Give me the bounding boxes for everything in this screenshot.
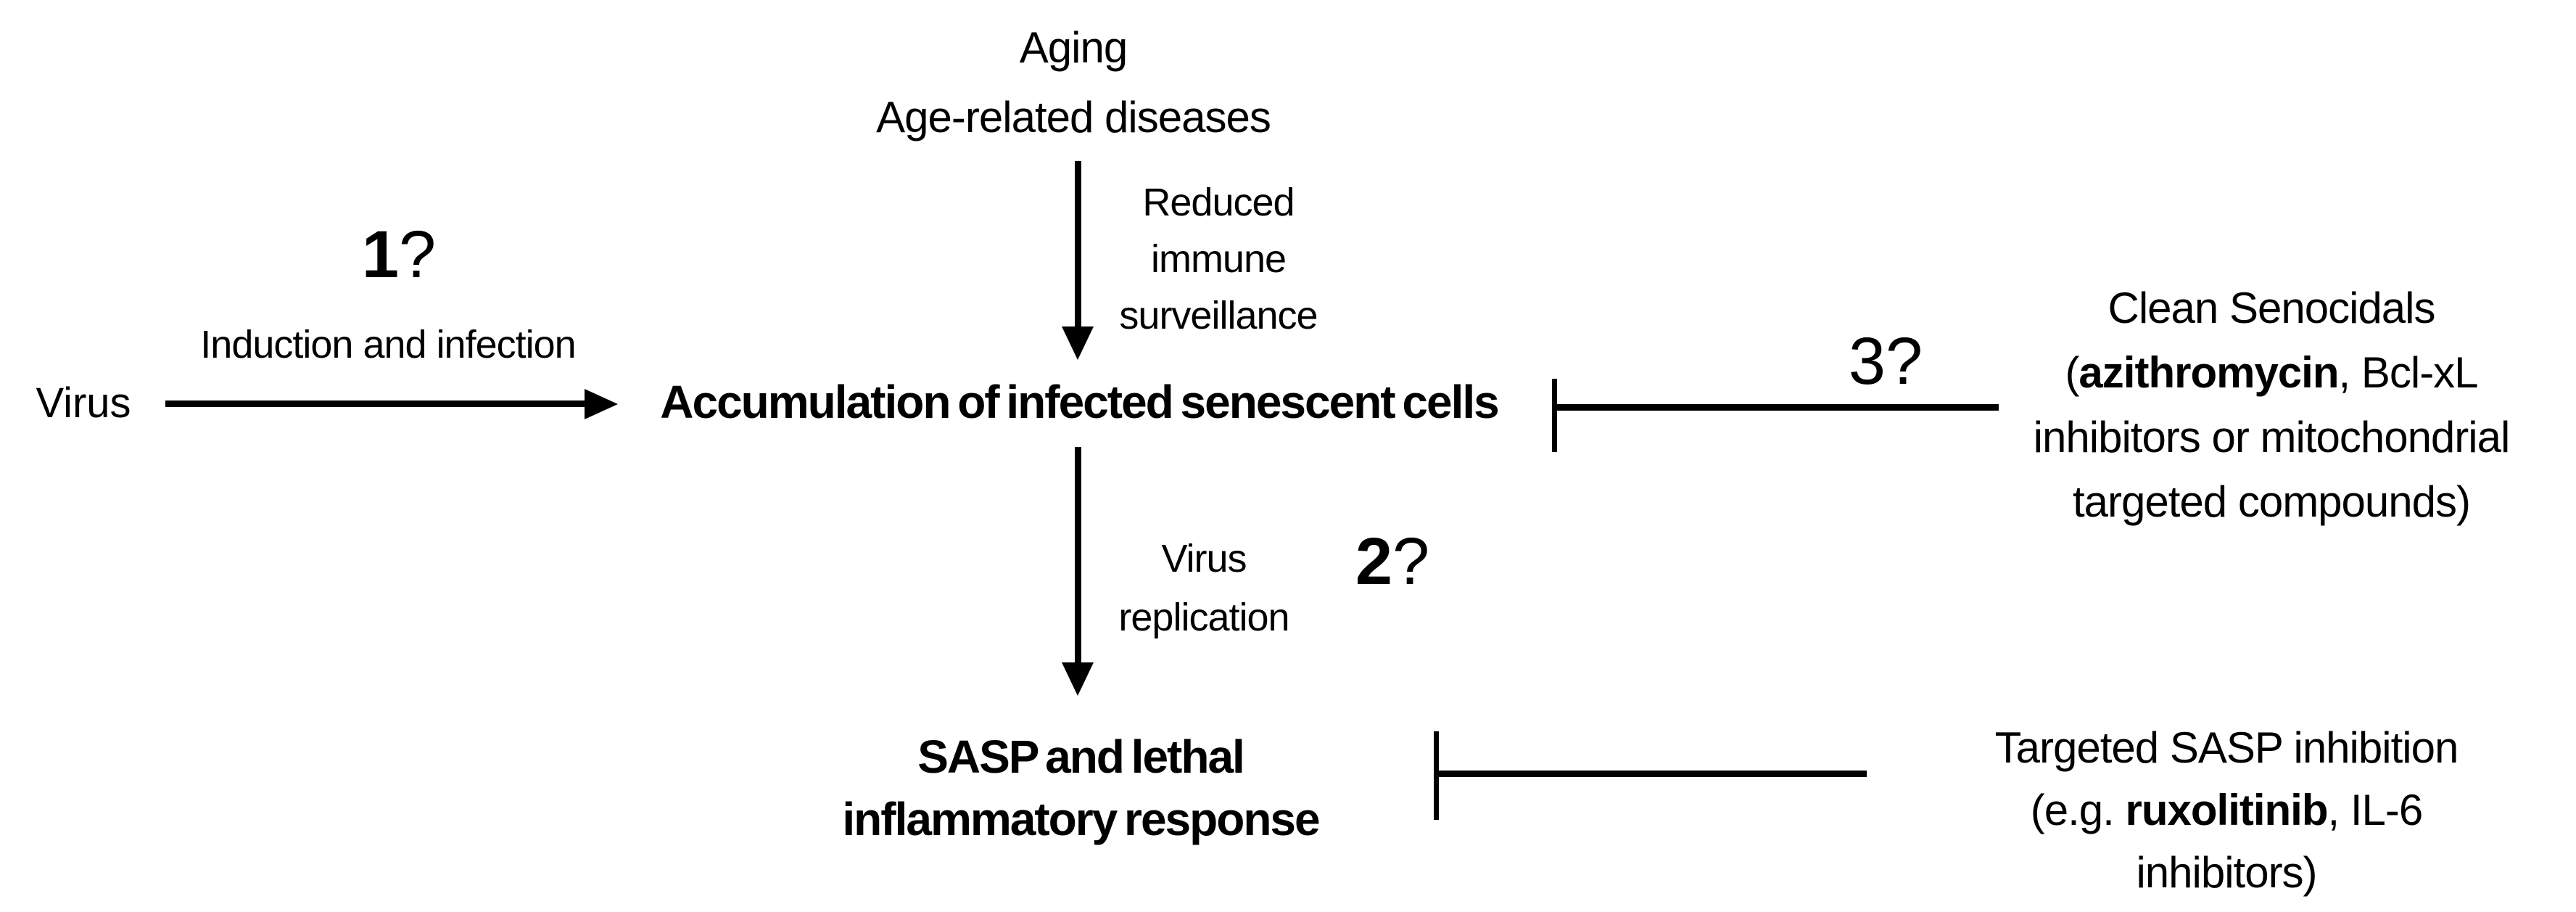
question-3-number: 3 bbox=[1848, 324, 1886, 398]
infection-arrow-head-icon bbox=[585, 389, 618, 419]
sasp-node: SASP and lethal inflammatory response bbox=[790, 726, 1371, 850]
question-2-mark: ? bbox=[1392, 525, 1430, 599]
age-related-diseases-label: Age-related diseases bbox=[876, 93, 1271, 141]
virus-replication-line1: Virus bbox=[1161, 537, 1247, 580]
senocidals-line2: (azithromycin, Bcl-xL bbox=[1967, 340, 2576, 405]
senocidal-inhibition-line bbox=[1554, 404, 1999, 411]
senocidals-line1: Clean Senocidals bbox=[2108, 284, 2436, 332]
question-1-mark: ? bbox=[399, 218, 437, 292]
aging-label: Aging bbox=[1019, 23, 1128, 72]
sasp-inhibition-line2: (e.g. ruxolitinib, IL-6 bbox=[1915, 779, 2538, 842]
immune-arrow-head-icon bbox=[1062, 326, 1094, 360]
accumulation-node: Accumulation of infected senescent cells bbox=[660, 376, 1499, 428]
immune-label-line2: immune bbox=[1150, 237, 1287, 281]
sasp-inhibition-line bbox=[1439, 771, 1867, 777]
question-2-label: 2? bbox=[1316, 528, 1469, 595]
senocidals-line2-prefix: ( bbox=[2065, 348, 2079, 397]
senocidal-inhibition-bar-icon bbox=[1552, 379, 1557, 452]
virus-replication-label: Virus replication bbox=[1095, 530, 1313, 647]
sasp-inhibition-line1: Targeted SASP inhibition bbox=[1994, 723, 2459, 772]
senocidals-azithromycin: azithromycin bbox=[2078, 348, 2339, 397]
sasp-node-line2: inflammatory response bbox=[842, 793, 1320, 845]
sasp-inhibition-bar-icon bbox=[1434, 731, 1439, 820]
question-3-mark: ? bbox=[1886, 324, 1923, 398]
senocidals-line3: inhibitors or mitochondrial bbox=[2033, 413, 2511, 461]
virus-replication-line2: replication bbox=[1118, 596, 1289, 639]
immune-arrow-shaft bbox=[1075, 161, 1081, 326]
immune-label-line1: Reduced bbox=[1142, 181, 1295, 224]
infection-arrow-shaft bbox=[165, 400, 585, 407]
sasp-inhibition-ruxolitinib: ruxolitinib bbox=[2125, 786, 2329, 834]
sasp-inhibition-line2-suffix: , IL-6 bbox=[2327, 786, 2423, 834]
sasp-inhibition-line2-prefix: (e.g. bbox=[2030, 786, 2126, 834]
question-2-number: 2 bbox=[1355, 525, 1392, 599]
replication-arrow-head-icon bbox=[1062, 662, 1094, 696]
senocidals-block: Clean Senocidals (azithromycin, Bcl-xL i… bbox=[1967, 276, 2576, 534]
sasp-node-line1: SASP and lethal bbox=[917, 731, 1245, 783]
replication-arrow-shaft bbox=[1075, 447, 1081, 663]
question-3-label: 3? bbox=[1817, 328, 1954, 395]
sasp-inhibition-line3: inhibitors) bbox=[2136, 848, 2317, 897]
sasp-inhibition-block: Targeted SASP inhibition (e.g. ruxolitin… bbox=[1915, 717, 2538, 904]
senocidals-line4: targeted compounds) bbox=[2072, 477, 2471, 526]
immune-label-line3: surveillance bbox=[1119, 294, 1318, 337]
immune-surveillance-label: Reduced immune surveillance bbox=[1088, 174, 1349, 344]
virus-source-label: Virus bbox=[36, 379, 131, 427]
question-1-number: 1 bbox=[361, 218, 399, 292]
senocidals-line2-suffix: , Bcl-xL bbox=[2338, 348, 2479, 397]
aging-block: Aging Age-related diseases bbox=[711, 13, 1436, 152]
induction-infection-label: Induction and infection bbox=[200, 323, 576, 366]
question-1-label: 1? bbox=[319, 221, 479, 288]
